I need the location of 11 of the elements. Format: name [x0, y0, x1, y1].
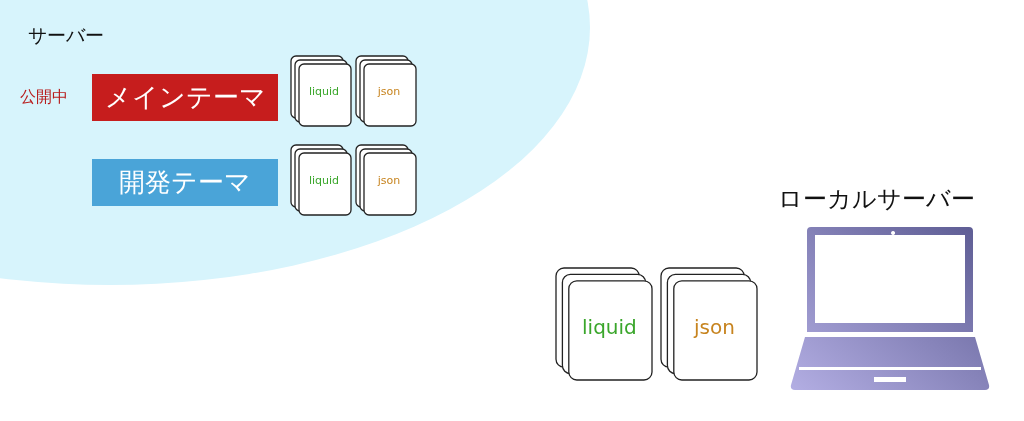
theme-bar: メインテーマ: [92, 74, 278, 121]
file-label: liquid: [581, 315, 638, 339]
file-label: liquid: [307, 85, 341, 98]
file-label: json: [376, 174, 402, 187]
region-heading: サーバー: [28, 23, 104, 48]
laptop-heading: ローカルサーバー: [778, 184, 975, 215]
file-label: liquid: [307, 174, 341, 187]
status-label: 公開中: [20, 87, 68, 108]
file-label: json: [376, 85, 402, 98]
file-label: json: [692, 315, 736, 339]
theme-bar: 開発テーマ: [92, 159, 278, 206]
